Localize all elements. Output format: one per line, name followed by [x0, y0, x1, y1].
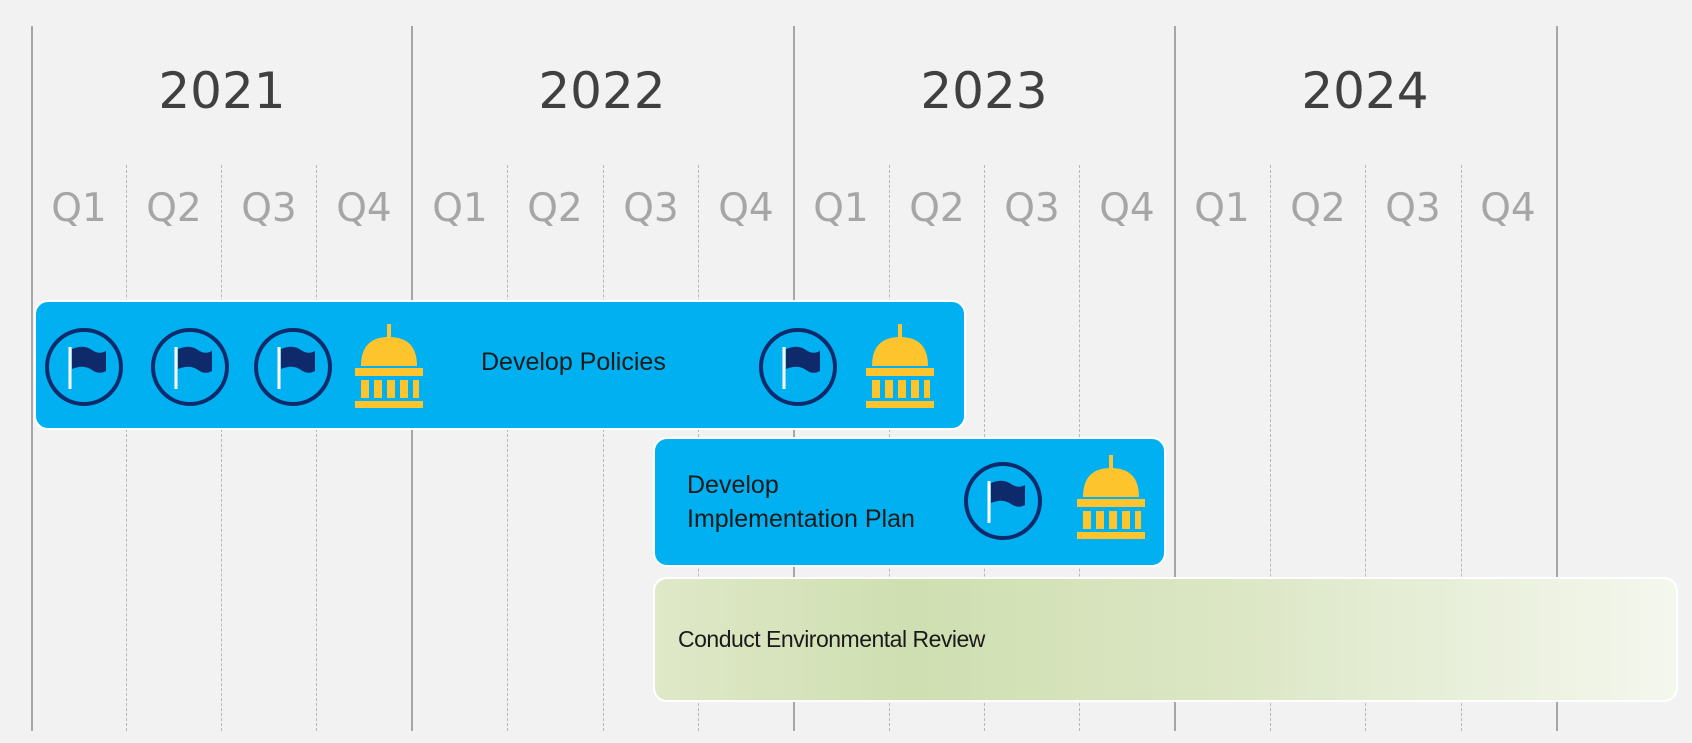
- quarter-label: Q2: [909, 186, 965, 231]
- flag-icon: [254, 328, 332, 406]
- flag-icon: [759, 328, 837, 406]
- quarter-label: Q1: [813, 186, 869, 231]
- year-divider-line: [1174, 26, 1176, 731]
- capitol-icon: [1077, 455, 1145, 539]
- quarter-label: Q4: [1099, 186, 1155, 231]
- quarter-divider-line: [507, 165, 508, 731]
- quarter-label: Q3: [1004, 186, 1060, 231]
- quarter-divider-line: [1461, 165, 1462, 731]
- year-label-2024: 2024: [1301, 62, 1429, 120]
- year-divider-line: [1556, 26, 1558, 731]
- task-label: Develop Policies: [481, 348, 666, 376]
- year-label-2021: 2021: [158, 62, 286, 120]
- quarter-label: Q1: [51, 186, 107, 231]
- capitol-icon: [866, 324, 934, 408]
- quarter-label: Q4: [718, 186, 774, 231]
- quarter-divider-line: [1365, 165, 1366, 731]
- quarter-divider-line: [1270, 165, 1271, 731]
- quarter-label: Q4: [1480, 186, 1536, 231]
- task-label-line1: Develop: [687, 471, 779, 499]
- quarter-label: Q2: [527, 186, 583, 231]
- year-label-2023: 2023: [920, 62, 1048, 120]
- capitol-icon: [355, 324, 423, 408]
- task-label: Conduct Environmental Review: [678, 626, 985, 652]
- flag-icon: [45, 328, 123, 406]
- quarter-label: Q1: [432, 186, 488, 231]
- quarter-label: Q2: [146, 186, 202, 231]
- quarter-label: Q4: [336, 186, 392, 231]
- task-bar-conduct-environmental-review[interactable]: [653, 577, 1678, 702]
- quarter-label: Q1: [1194, 186, 1250, 231]
- task-label-line2: Implementation Plan: [687, 505, 915, 533]
- quarter-label: Q2: [1290, 186, 1346, 231]
- quarter-label: Q3: [1385, 186, 1441, 231]
- quarter-divider-line: [126, 165, 127, 731]
- quarter-divider-line: [221, 165, 222, 731]
- flag-icon: [964, 462, 1042, 540]
- quarter-label: Q3: [241, 186, 297, 231]
- year-divider-line: [31, 26, 33, 731]
- quarter-divider-line: [603, 165, 604, 731]
- quarter-label: Q3: [623, 186, 679, 231]
- flag-icon: [151, 328, 229, 406]
- year-label-2022: 2022: [538, 62, 666, 120]
- quarter-divider-line: [316, 165, 317, 731]
